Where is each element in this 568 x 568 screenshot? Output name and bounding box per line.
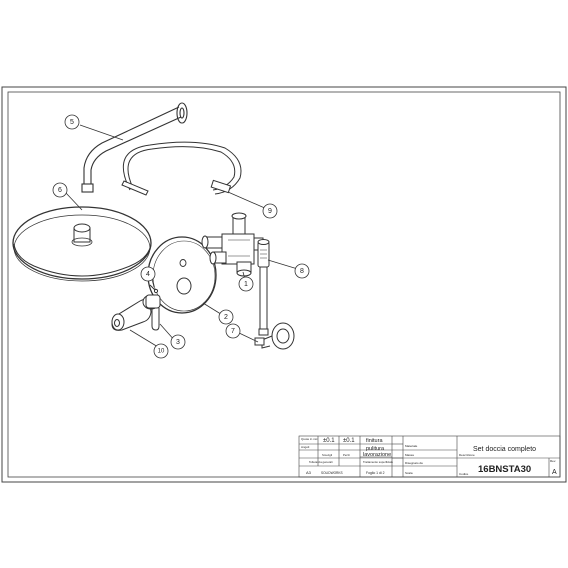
tb-revision-label: Rev.	[550, 459, 556, 463]
tb-tolerance-a: ±0.1	[323, 438, 335, 444]
tb-col-smerigli: Smerigli	[322, 453, 332, 457]
tb-massa-label: Massa	[405, 453, 414, 457]
callout-2: 2	[218, 309, 234, 325]
callout-7: 7	[225, 323, 241, 339]
callout-6: 6	[52, 182, 68, 198]
callout-10-label: 10	[158, 349, 165, 355]
tb-code-label: Codice	[459, 472, 469, 476]
callout-3: 3	[170, 334, 186, 350]
tb-col-tolerance-general: Tolleranza generali	[309, 460, 333, 464]
callout-8-label: 8	[300, 268, 304, 275]
sheet-outer-border	[1, 86, 567, 483]
callout-8: 8	[294, 263, 310, 279]
callout-1: 1	[238, 276, 254, 292]
tb-process-label: lavorazione	[363, 452, 391, 458]
tb-col-trattamento: Trattamento superficiale	[363, 460, 393, 464]
part-mixer-valve-body	[201, 212, 264, 277]
tb-finish-label: finitura	[366, 438, 383, 444]
tb-description-label: Descrizione	[459, 453, 475, 457]
callout-5-label: 5	[70, 119, 74, 126]
tb-finish-value: pulitura	[366, 446, 385, 452]
tb-col-pezzi: Pezzi	[343, 453, 350, 457]
title-block	[298, 435, 561, 478]
callout-7-label: 7	[231, 328, 235, 335]
part-shower-head	[12, 206, 152, 282]
part-screw	[149, 284, 159, 294]
tb-material-label: Materiale	[405, 444, 418, 448]
part-flexible-hose	[121, 141, 242, 196]
callout-4: 4	[140, 266, 156, 282]
tb-page: Foglio 1 di 2	[366, 471, 385, 475]
tb-drawing-code: 16BNSTA30	[478, 464, 531, 475]
sheet-inner-border	[7, 91, 561, 478]
callout-3-label: 3	[176, 339, 180, 346]
callout-6-label: 6	[58, 187, 62, 194]
callout-1-label: 1	[244, 281, 248, 288]
callout-10: 10	[153, 343, 169, 359]
tb-scale-label: Scala	[405, 471, 413, 475]
tb-format: A3	[306, 470, 312, 475]
part-lever-arm	[142, 294, 161, 331]
tb-col-quota: Quote in mm	[301, 437, 319, 441]
part-shower-arm	[81, 102, 188, 193]
callout-5: 5	[64, 114, 80, 130]
callout-2-label: 2	[224, 314, 228, 321]
callout-4-label: 4	[146, 271, 150, 278]
part-hand-shower	[257, 239, 270, 336]
tb-tolerance-b: ±0.1	[343, 438, 355, 444]
part-wall-plate	[147, 236, 217, 314]
tb-col-angoli: Angoli	[301, 445, 310, 449]
tb-disegnatore-label: Disegnato da	[405, 461, 423, 465]
tb-revision: A	[552, 469, 557, 476]
tb-drawing-title: Set doccia completo	[473, 446, 536, 453]
part-wall-outlet-holder	[254, 322, 295, 350]
callout-9-label: 9	[268, 208, 272, 215]
callout-9: 9	[262, 203, 278, 219]
tb-cad-software: SOLIDWORKS	[321, 471, 343, 475]
